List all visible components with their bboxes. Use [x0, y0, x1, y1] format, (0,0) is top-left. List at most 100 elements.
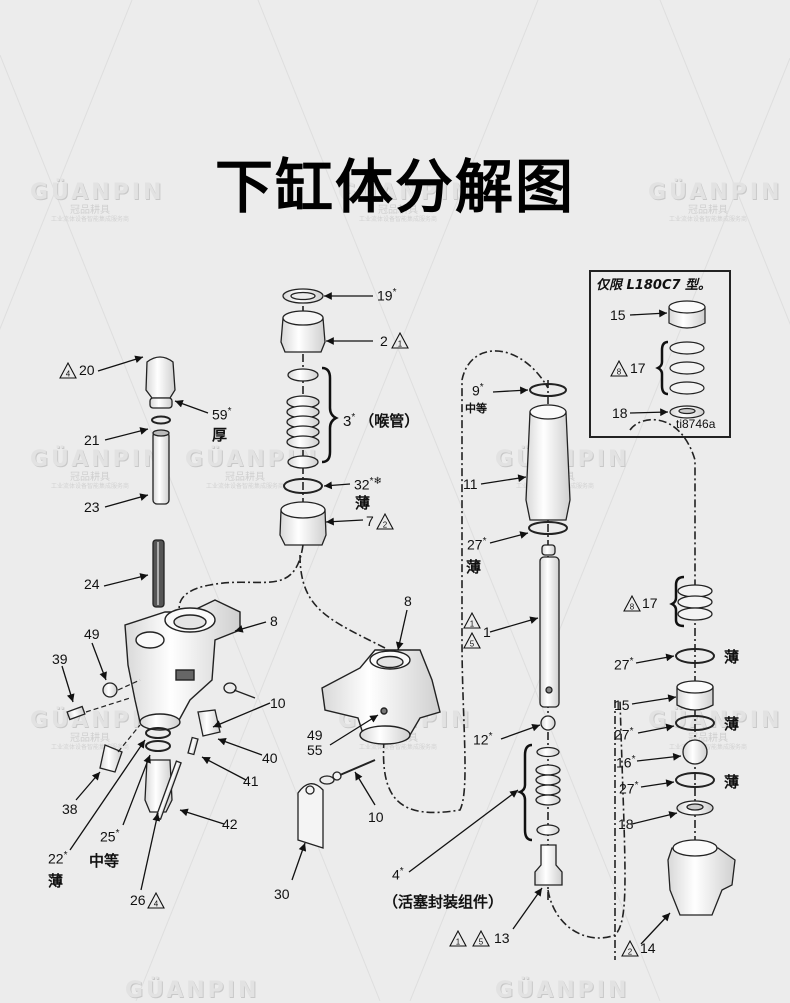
part-27-oring — [675, 715, 715, 731]
callout-40: 40 — [262, 750, 278, 766]
watermark: GÜANPIN — [125, 978, 256, 1003]
part-30-tag — [297, 783, 324, 849]
callout-27d: 27* — [619, 780, 639, 797]
callout-25-note: 中等 — [89, 852, 120, 870]
watermark-brand: GÜANPIN — [338, 180, 473, 205]
warning-number: 1 — [456, 938, 461, 947]
callout-4: 4* — [392, 866, 404, 883]
callout-27b-note: 薄 — [724, 648, 740, 666]
callout-26: 26 — [130, 892, 146, 908]
callout-49-alt: 49 — [307, 727, 323, 743]
part-21-oring — [151, 415, 171, 425]
callout-42: 42 — [222, 816, 238, 832]
warning-triangle-icon: 5 — [472, 929, 490, 947]
callout-22: 22* — [48, 850, 68, 867]
warning-number: 2 — [383, 521, 388, 530]
part-1-rod-tip — [541, 544, 556, 556]
warning-triangle-icon: 1 — [391, 331, 409, 349]
callout-59: 59* — [212, 406, 232, 423]
part-23-tube — [152, 431, 170, 505]
assembly-path — [178, 544, 304, 619]
warning-triangle-icon: 2 — [376, 512, 394, 530]
callout-11: 11 — [463, 476, 478, 492]
watermark-tagline: 工业流体设备智能集成服务商 — [358, 216, 437, 223]
watermark: GÜANPIN 冠品耕具 工业流体设备智能集成服务商 — [648, 180, 783, 224]
warning-number: 4 — [154, 900, 159, 909]
part-16-ball — [682, 739, 708, 765]
callout-9-note: 中等 — [465, 402, 487, 415]
callout-3: 3*（喉管） — [343, 412, 420, 430]
part-8-manifold — [124, 599, 241, 731]
callout-32-note: 薄 — [355, 494, 371, 512]
callout-9: 9* — [472, 382, 484, 399]
callout-27: 27* — [467, 536, 487, 553]
warning-number: 1 — [470, 620, 475, 629]
part-22-oring — [145, 727, 171, 739]
part-9-oring — [529, 383, 567, 397]
warning-triangle-icon: 5 — [463, 631, 481, 649]
part-40-fitting — [197, 709, 221, 737]
callout-15: 15 — [614, 697, 630, 713]
warning-triangle-icon: 1 — [463, 611, 481, 629]
callout-27d-note: 薄 — [724, 773, 740, 791]
part-41-fitting — [187, 736, 199, 756]
callout-7: 7 — [366, 513, 374, 529]
assembly-path — [382, 350, 549, 814]
callout-8: 8 — [270, 613, 278, 629]
part-25-oring — [145, 740, 171, 752]
part-32-oring — [283, 478, 323, 494]
part-38-valve — [99, 744, 123, 773]
callout-27-note: 薄 — [466, 558, 482, 576]
watermark-tagline: 工业流体设备智能集成服务商 — [50, 483, 129, 490]
watermark: GÜANPIN 冠品耕具 工业流体设备智能集成服务商 — [30, 447, 161, 491]
watermark-tagline: 工业流体设备智能集成服务商 — [50, 744, 129, 751]
part-39-fitting — [66, 705, 86, 721]
page-title: 下缸体分解图 — [214, 153, 575, 221]
assembly-path — [629, 418, 696, 580]
warning-number: 5 — [479, 938, 484, 947]
watermark-brand: GÜANPIN — [30, 180, 165, 205]
bracket-icon — [321, 366, 339, 464]
callout-18: 18 — [618, 816, 634, 832]
warning-triangle-icon: 4 — [147, 891, 165, 909]
warning-number: 1 — [398, 340, 403, 349]
inset-title: 仅限 L180C7 型。 — [596, 278, 712, 293]
part-27-oring — [675, 772, 715, 788]
bracket-icon — [669, 575, 685, 628]
callout-14: 14 — [640, 940, 656, 956]
watermark-tagline: 工业流体设备智能集成服务商 — [205, 483, 284, 490]
watermark: GÜANPIN 冠品耕具 工业流体设备智能集成服务商 — [30, 180, 165, 224]
inset-callout-18: 18 — [612, 405, 628, 421]
part-27-oring — [675, 648, 715, 664]
callout-23: 23 — [84, 499, 100, 515]
callout-8-alt: 8 — [404, 593, 412, 609]
watermark-tagline: 工业流体设备智能集成服务商 — [668, 216, 747, 223]
warning-number: 8 — [617, 368, 622, 377]
part-11-cylinder — [525, 411, 571, 521]
callout-17: 17 — [642, 595, 658, 611]
callout-22-note: 薄 — [48, 872, 64, 890]
assembly-path — [299, 554, 386, 649]
warning-number: 8 — [630, 603, 635, 612]
drawing-reference: ti8746a — [676, 417, 716, 431]
watermark-brand: GÜANPIN — [648, 180, 783, 205]
callout-32: 32*❄ — [354, 476, 382, 493]
watermark: GÜANPIN — [495, 978, 630, 1003]
assembly-path — [547, 699, 626, 939]
callout-10: 10 — [270, 695, 286, 711]
warning-triangle-icon: 4 — [59, 361, 77, 379]
callout-27c-note: 薄 — [724, 715, 740, 733]
callout-49: 49 — [84, 626, 100, 642]
callout-2: 2 — [380, 333, 388, 349]
callout-20: 20 — [79, 362, 95, 378]
callout-30: 30 — [274, 886, 290, 902]
watermark-brand: GÜANPIN — [495, 978, 630, 1003]
callout-12: 12* — [473, 731, 493, 748]
part-20-knob — [145, 356, 176, 399]
watermark-tagline: 工业流体设备智能集成服务商 — [50, 216, 129, 223]
throat-packing-stack — [279, 288, 327, 546]
part-13-piston — [534, 844, 563, 886]
warning-triangle-icon: 1 — [449, 929, 467, 947]
